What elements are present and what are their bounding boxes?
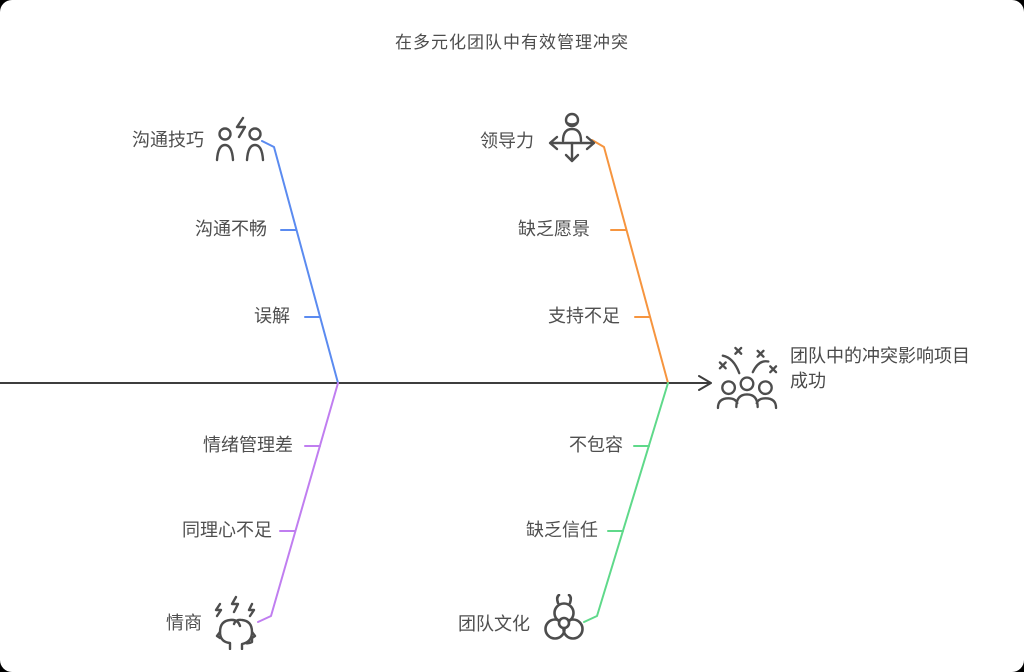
branch-head-eq: 情商 — [166, 594, 260, 650]
branch-label-leadership: 领导力 — [480, 131, 534, 151]
cause-label: 缺乏信任 — [526, 520, 598, 540]
biohazard-icon — [544, 594, 584, 640]
branch-head-leadership: 领导力 — [480, 112, 600, 168]
branch-line-eq — [257, 382, 339, 623]
cause-label: 沟通不畅 — [195, 219, 267, 239]
cause-label: 误解 — [254, 306, 290, 326]
cause-label: 情绪管理差 — [203, 435, 293, 455]
cause-label: 不包容 — [569, 435, 623, 455]
cause-label: 缺乏愿景 — [518, 219, 590, 239]
effect-group: 团队中的冲突影响项目成功 — [716, 344, 982, 410]
people-clash-icon — [215, 116, 265, 162]
effect-label: 团队中的冲突影响项目成功 — [790, 346, 970, 391]
spine-arrowhead-icon — [698, 375, 712, 391]
branch-label-communication: 沟通技巧 — [132, 130, 204, 150]
branch-line-culture — [583, 382, 669, 623]
branch-label-culture: 团队文化 — [458, 614, 530, 634]
cause-label: 同理心不足 — [182, 520, 272, 540]
branch-head-communication: 沟通技巧 — [132, 116, 266, 162]
crowd-conflict-icon — [716, 346, 778, 410]
branch-line-communication — [261, 140, 339, 384]
branch-head-culture: 团队文化 — [458, 594, 588, 652]
branch-label-eq: 情商 — [166, 613, 202, 633]
diagram-title: 在多元化团队中有效管理冲突 — [395, 33, 629, 52]
leader-directions-icon — [548, 112, 596, 163]
cause-label: 支持不足 — [548, 306, 620, 326]
branch-line-leadership — [591, 139, 669, 384]
minds-clash-icon — [214, 595, 257, 650]
